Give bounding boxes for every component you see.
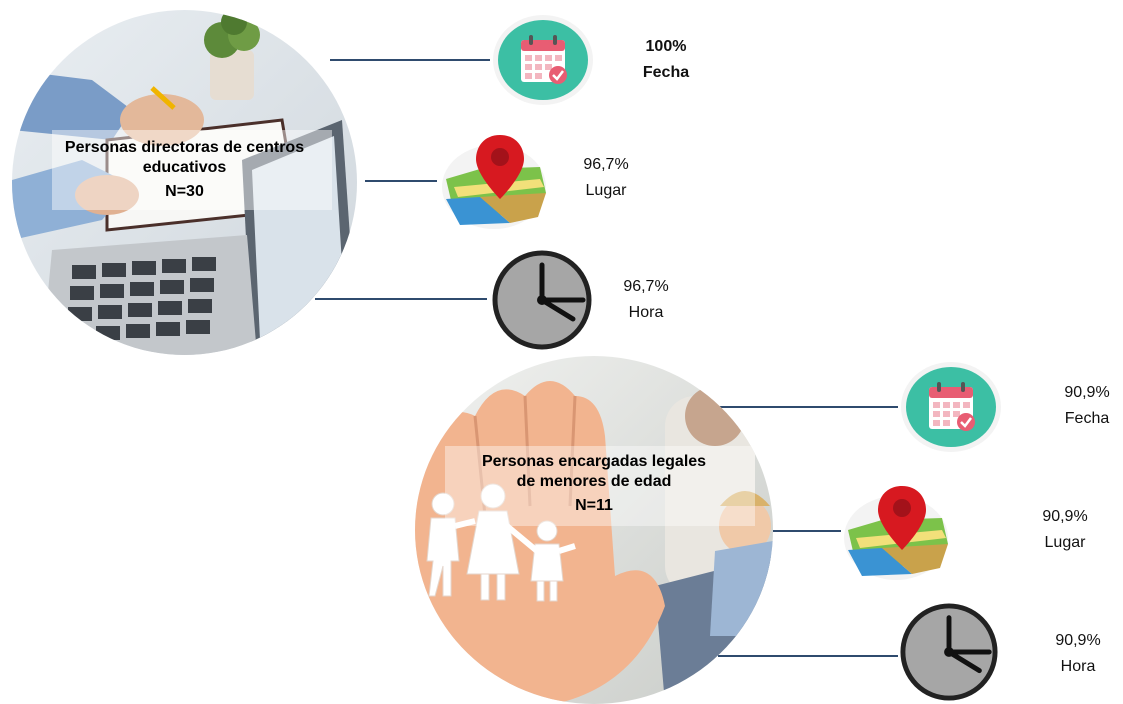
group-caption: Personas directoras de centros educativo… [12,138,357,202]
group-count: N=30 [165,183,204,200]
calendar-icon [493,15,593,105]
stat-lugar: 90,9% Lugar [1029,504,1101,556]
map-pin-icon [844,486,948,580]
stat-percent: 96,7% [583,156,629,173]
stat-percent: 100% [645,38,687,55]
stat-lugar: 96,7% Lugar [570,152,642,204]
stat-label: Hora [1060,658,1096,675]
stat-fecha: 100% Fecha [630,34,702,86]
photo-school-directors: Personas directoras de centros educativo… [12,10,357,355]
group-title-line1: Personas encargadas legales [481,453,707,470]
group-title-line1: Personas directoras de centros [64,139,305,156]
group-title-line2: de menores de edad [516,473,672,490]
connector-line [330,59,490,61]
stat-hora: 96,7% Hora [610,274,682,326]
stat-hora: 90,9% Hora [1042,628,1114,680]
connector-line [315,298,487,300]
clock-icon [492,250,592,350]
connector-line [718,406,898,408]
stat-label: Lugar [1044,534,1086,551]
stat-percent: 90,9% [1064,384,1110,401]
group-count: N=11 [575,497,613,514]
stat-percent: 90,9% [1055,632,1101,649]
calendar-icon [901,362,1001,452]
connector-line [365,180,437,182]
connector-line [718,655,898,657]
map-pin-icon [442,135,546,229]
desk-laptop-illustration [12,10,357,355]
stat-percent: 90,9% [1042,508,1088,525]
connector-line [773,530,841,532]
group-title-line2: educativos [142,159,227,176]
stat-label: Hora [628,304,664,321]
group-caption: Personas encargadas legales de menores d… [415,452,773,516]
stat-label: Fecha [642,64,690,81]
clock-icon [900,603,998,701]
stat-percent: 96,7% [623,278,669,295]
photo-legal-guardians: Personas encargadas legales de menores d… [415,356,773,704]
stat-label: Lugar [585,182,627,199]
family-hand-illustration [415,356,773,704]
stat-fecha: 90,9% Fecha [1052,380,1122,432]
stat-label: Fecha [1064,410,1110,427]
